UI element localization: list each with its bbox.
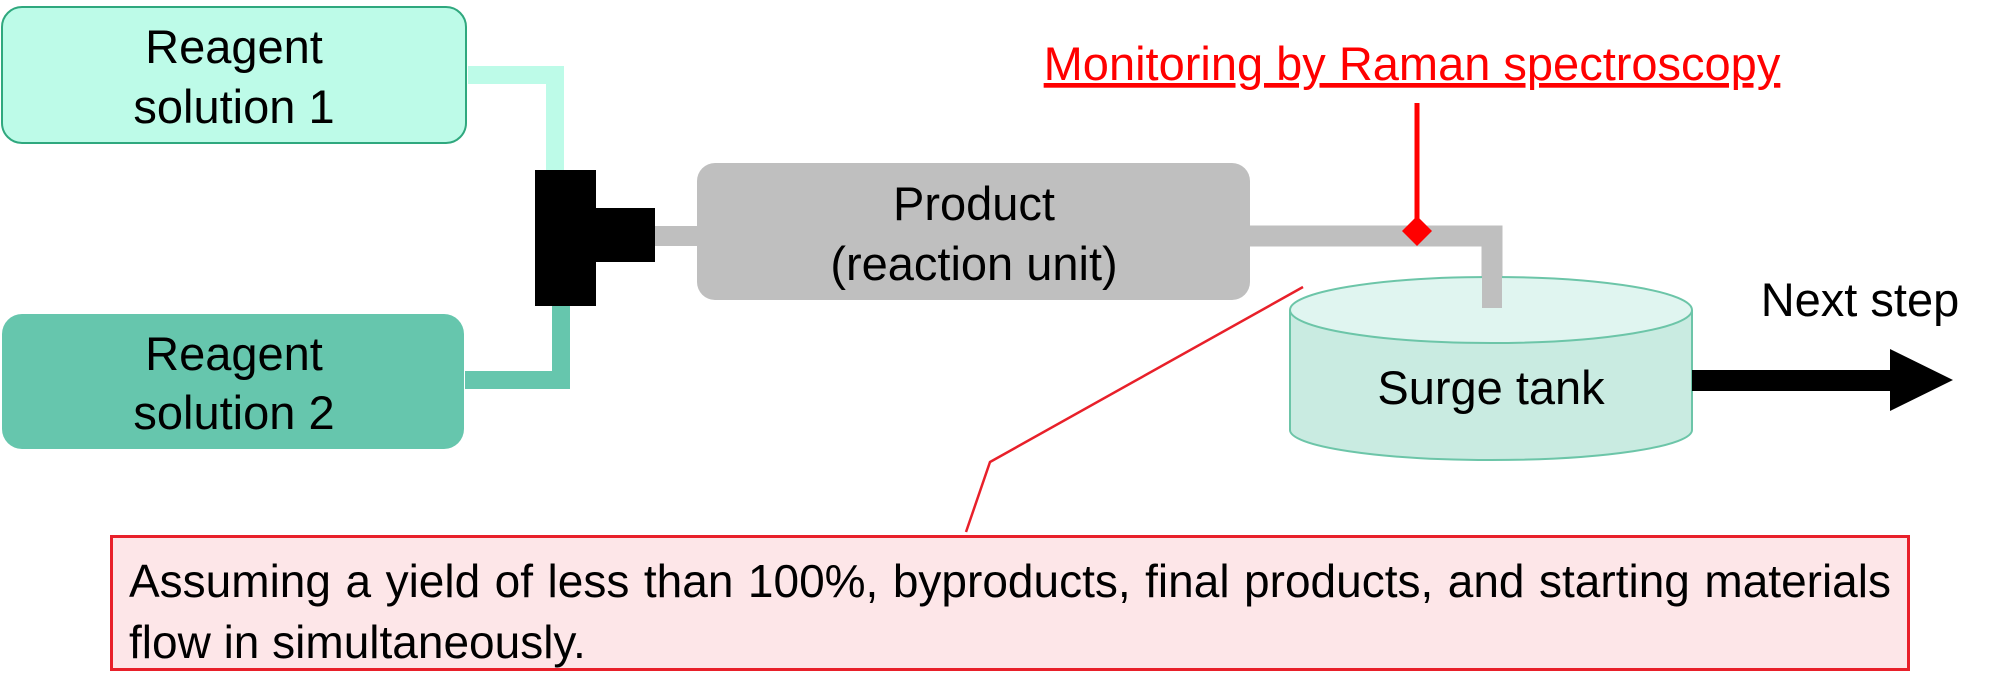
- reagent1-pipe: [468, 66, 564, 175]
- product-reaction-unit-box: [697, 163, 1250, 300]
- reagent-solution-1-label-line2: solution 1: [133, 80, 334, 133]
- reagent-solution-2-box: [2, 314, 464, 449]
- reagent-solution-2-label-line1: Reagent: [145, 327, 323, 380]
- tank-inlet-pipe: [1482, 268, 1502, 308]
- yield-note-box: Assuming a yield of less than 100%, bypr…: [110, 535, 1910, 671]
- next-step-arrow: [1692, 349, 1953, 411]
- product-label-line2: (reaction unit): [830, 237, 1117, 290]
- raman-probe-point: [1402, 216, 1432, 246]
- next-step-label: Next step: [1761, 273, 1960, 326]
- note-callout-leader: [964, 285, 1304, 533]
- reagent-solution-1-label-line1: Reagent: [145, 20, 323, 73]
- product-label-line1: Product: [893, 177, 1055, 230]
- mixer-to-product-pipe: [655, 226, 700, 246]
- reagent2-pipe: [465, 300, 570, 389]
- reagent-solution-1-box: [1, 6, 467, 144]
- mixer-junction: [535, 170, 655, 306]
- yield-note-text: Assuming a yield of less than 100%, bypr…: [129, 555, 1891, 668]
- raman-monitoring-label: Monitoring by Raman spectroscopy: [1044, 37, 1781, 90]
- surge-tank: [1289, 276, 1693, 461]
- reagent-solution-2-label-line2: solution 2: [133, 386, 334, 439]
- surge-tank-label: Surge tank: [1377, 361, 1605, 414]
